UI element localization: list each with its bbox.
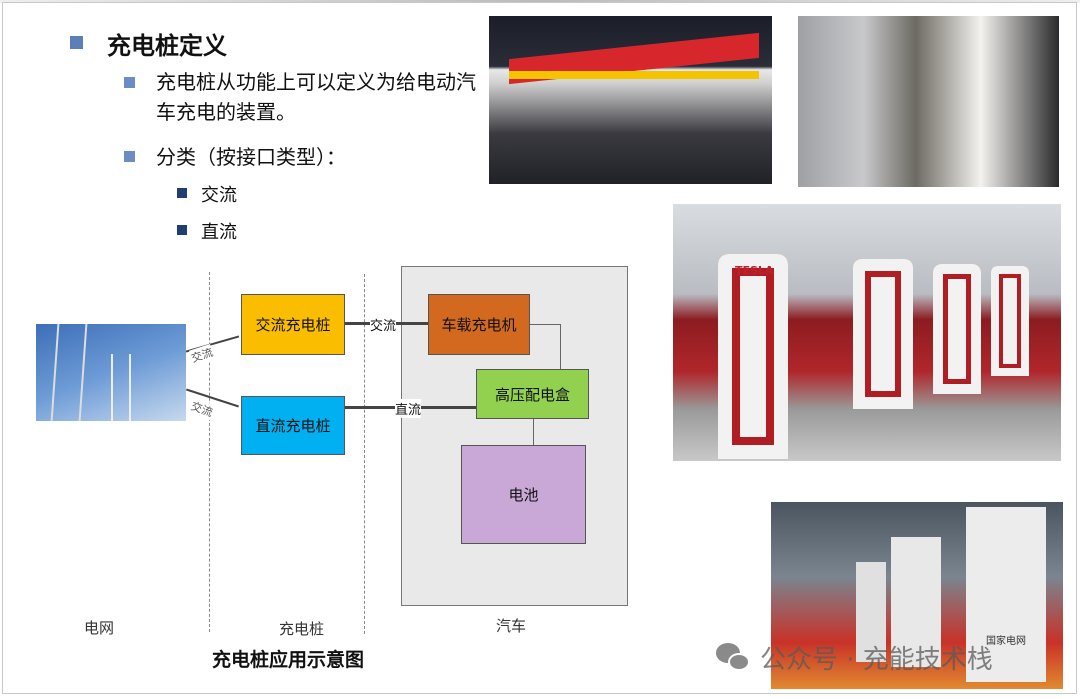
column-label-grid: 电网: [84, 619, 115, 637]
ac-charging-pile-box: 交流充电桩: [241, 294, 345, 355]
sub-bullet-dc: 直流: [201, 222, 237, 243]
gas-station-photo: [489, 16, 772, 184]
watermark-text: 公众号 · 充能技术栈: [760, 645, 993, 675]
refueling-photo: [798, 16, 1059, 187]
top-border: [0, 0, 1080, 3]
onboard-charger-box: 车载充电机: [428, 294, 530, 355]
wechat-icon: [716, 642, 752, 673]
power-grid-photo: [36, 324, 186, 421]
tesla-logo: TESLA: [735, 264, 774, 277]
column-label-pile: 充电桩: [279, 620, 325, 638]
bullet-icon: [177, 188, 187, 198]
slide-title: 充电桩定义: [107, 32, 227, 60]
bullet-classification: 分类（按接口类型）：: [156, 145, 346, 169]
divider-pile-car: [364, 274, 365, 634]
state-grid-logo: 国家电网: [986, 636, 1026, 647]
bullet-icon: [124, 151, 135, 162]
connector: [533, 419, 534, 445]
column-label-car: 汽车: [496, 617, 527, 635]
connector: [530, 324, 560, 325]
diagram-caption: 充电桩应用示意图: [212, 649, 365, 671]
watermark: 公众号 · 充能技术栈: [716, 639, 993, 676]
state-grid-charger-photo: 国家电网: [771, 502, 1063, 689]
sub-bullet-ac: 交流: [201, 185, 237, 206]
bullet-definition: 充电桩从功能上可以定义为给电动汽车充电的装置。: [156, 70, 476, 124]
divider-grid-pile: [209, 272, 210, 632]
connector: [560, 324, 561, 369]
dc-line-label: 直流: [395, 399, 422, 418]
ac-line-label: 交流: [370, 315, 397, 334]
dc-charging-pile-box: 直流充电桩: [241, 396, 345, 455]
bullet-icon: [124, 77, 135, 88]
tesla-supercharger-photo: TESLA: [673, 204, 1061, 461]
hv-distribution-box: 高压配电盒: [476, 369, 589, 419]
bullet-icon: [177, 225, 187, 235]
bullet-icon: [70, 36, 83, 49]
battery-box: 电池: [461, 445, 586, 544]
